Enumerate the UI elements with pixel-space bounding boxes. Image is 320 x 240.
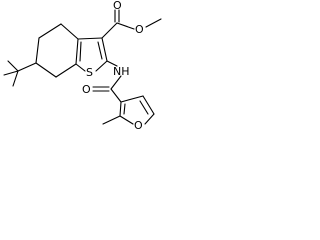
bond-c3a-c7a (75, 38, 79, 65)
amide-group (92, 60, 122, 103)
bond-tbu-methyl-1 (7, 60, 19, 72)
bond-furan-c4-c5 (142, 95, 155, 115)
bond-c4-c3a (60, 23, 79, 40)
ester-oxygen-label: O (135, 23, 144, 36)
ester-carbonyl-oxygen-label: O (113, 0, 122, 12)
bond-furan-c3-c4 (120, 95, 144, 103)
bond-c6-c5 (35, 37, 40, 64)
bond-furan-methyl (102, 115, 121, 125)
bond-c3-c2-double (97, 41, 103, 60)
methyl-ester-group (101, 9, 162, 39)
bond-c3-c2 (101, 37, 108, 62)
bond-c2-nh (106, 60, 118, 67)
amide-nh-label: NH (113, 65, 130, 78)
bond-oester-methyl (145, 18, 162, 28)
thiophene-sulfur-label: S (86, 66, 93, 79)
chemical-structure: O O S NH O O (3, 0, 162, 132)
bond-c3a-c3 (77, 37, 103, 40)
cyclohexane-ring (35, 23, 79, 78)
bond-furan-c2-c3 (119, 101, 122, 117)
bond-furan-o-c2 (119, 115, 134, 125)
bond-furan-c5-o (144, 113, 155, 125)
bond-c3-carbonyl (101, 22, 118, 39)
bond-tbu-ring (17, 62, 37, 72)
bond-tbu-methyl-3 (12, 70, 19, 87)
bond-s-c7a (75, 63, 86, 72)
bond-c2-s (95, 60, 108, 72)
bond-c7-c6 (35, 62, 57, 78)
thiophene-ring (75, 37, 108, 72)
methylfuran-ring (102, 95, 155, 125)
tert-butyl-group (3, 60, 37, 87)
bond-c7a-c3a-double (79, 41, 82, 62)
bond-furan-c2-c3-double (123, 103, 126, 115)
bond-carbonyl-oester (116, 22, 135, 30)
bond-c5-c4 (38, 23, 62, 39)
amide-oxygen-label: O (82, 83, 91, 96)
furan-oxygen-label: O (134, 119, 143, 132)
bond-tbu-methyl-2 (3, 70, 19, 76)
bond-c7a-c7 (55, 63, 77, 78)
bond-nh-carbonyl (110, 75, 122, 90)
bond-carbonyl-furan (110, 88, 122, 103)
bond-furan-c4-c5-double (139, 100, 149, 115)
